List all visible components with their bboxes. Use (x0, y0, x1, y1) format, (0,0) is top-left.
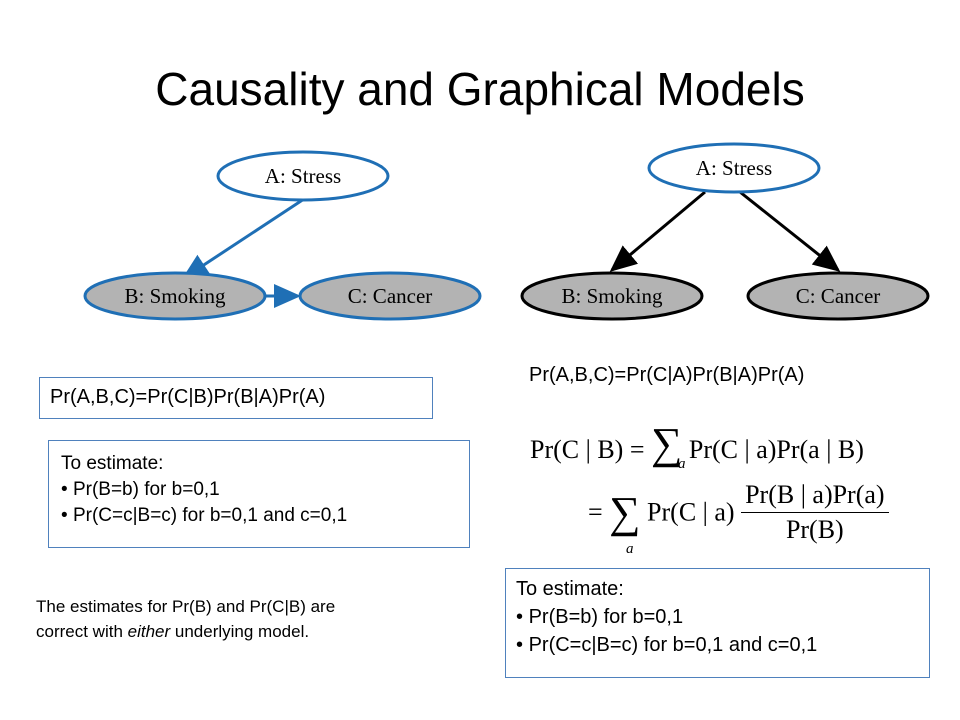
right-estimate-item-2: Pr(C=c|B=c) for b=0,1 and c=0,1 (516, 631, 929, 659)
left-estimate-title: To estimate: (61, 453, 164, 474)
node-b-left-label: B: Smoking (125, 284, 226, 308)
node-b-right-label: B: Smoking (562, 284, 663, 308)
node-a-right-label: A: Stress (696, 156, 772, 180)
eq2-numerator: Pr(B | a)Pr(a) (745, 480, 885, 509)
sum-symbol-2: ∑ (609, 488, 641, 537)
left-graph: A: Stress B: Smoking C: Cancer (83, 150, 482, 321)
node-b-left: B: Smoking (83, 271, 267, 321)
node-c-left-label: C: Cancer (348, 284, 433, 308)
edge-a-to-b-left (181, 197, 305, 280)
note-emphasis: either (127, 622, 171, 641)
edge-a-to-b-right (609, 190, 706, 272)
equation-1: Pr(C | B) = ∑ Pr(C | a)Pr(a | B) (530, 418, 864, 469)
right-factorization: Pr(A,B,C)=Pr(C|A)Pr(B|A)Pr(A) (529, 364, 805, 386)
note-line-2: correct with either underlying model. (36, 622, 310, 641)
eq2-denominator: Pr(B) (741, 512, 889, 545)
left-estimate-item-2: Pr(C=c|B=c) for b=0,1 and c=0,1 (61, 503, 469, 529)
node-a-left-label: A: Stress (265, 164, 341, 188)
sum-index-2: a (626, 541, 634, 557)
left-factorization-box: Pr(A,B,C)=Pr(C|B)Pr(B|A)Pr(A) (39, 377, 433, 419)
eq2-lhs: = (588, 497, 603, 527)
eq1-lhs: Pr(C | B) = (530, 435, 645, 464)
estimates-note: The estimates for Pr(B) and Pr(C|B) are … (36, 594, 335, 644)
equation-2: = ∑ Pr(C | a) Pr(B | a)Pr(a) Pr(B) (588, 480, 889, 545)
left-estimate-box: To estimate: Pr(B=b) for b=0,1 Pr(C=c|B=… (48, 440, 470, 548)
sum-index-1: a (678, 456, 686, 472)
node-c-left: C: Cancer (298, 271, 482, 321)
node-c-right: C: Cancer (746, 271, 930, 321)
eq2-term: Pr(C | a) (647, 497, 735, 527)
right-estimate-box: To estimate: Pr(B=b) for b=0,1 Pr(C=c|B=… (505, 568, 930, 678)
note-line-1: The estimates for Pr(B) and Pr(C|B) are (36, 597, 336, 616)
node-c-right-label: C: Cancer (796, 284, 881, 308)
left-factorization: Pr(A,B,C)=Pr(C|B)Pr(B|A)Pr(A) (50, 386, 326, 408)
node-a-left: A: Stress (216, 150, 390, 202)
left-estimate-item-1: Pr(B=b) for b=0,1 (61, 477, 469, 503)
node-b-right: B: Smoking (520, 271, 704, 321)
right-graph: A: Stress B: Smoking C: Cancer (520, 142, 930, 321)
node-a-right: A: Stress (647, 142, 821, 194)
edge-a-to-c-right (739, 190, 841, 272)
right-estimate-title: To estimate: (516, 578, 624, 600)
slide-title: Causality and Graphical Models (155, 63, 805, 115)
eq2-fraction: Pr(B | a)Pr(a) Pr(B) (741, 480, 889, 545)
sum-symbol-1: ∑ (651, 419, 683, 468)
eq1-rhs: Pr(C | a)Pr(a | B) (688, 435, 864, 464)
right-estimate-item-1: Pr(B=b) for b=0,1 (516, 603, 929, 631)
